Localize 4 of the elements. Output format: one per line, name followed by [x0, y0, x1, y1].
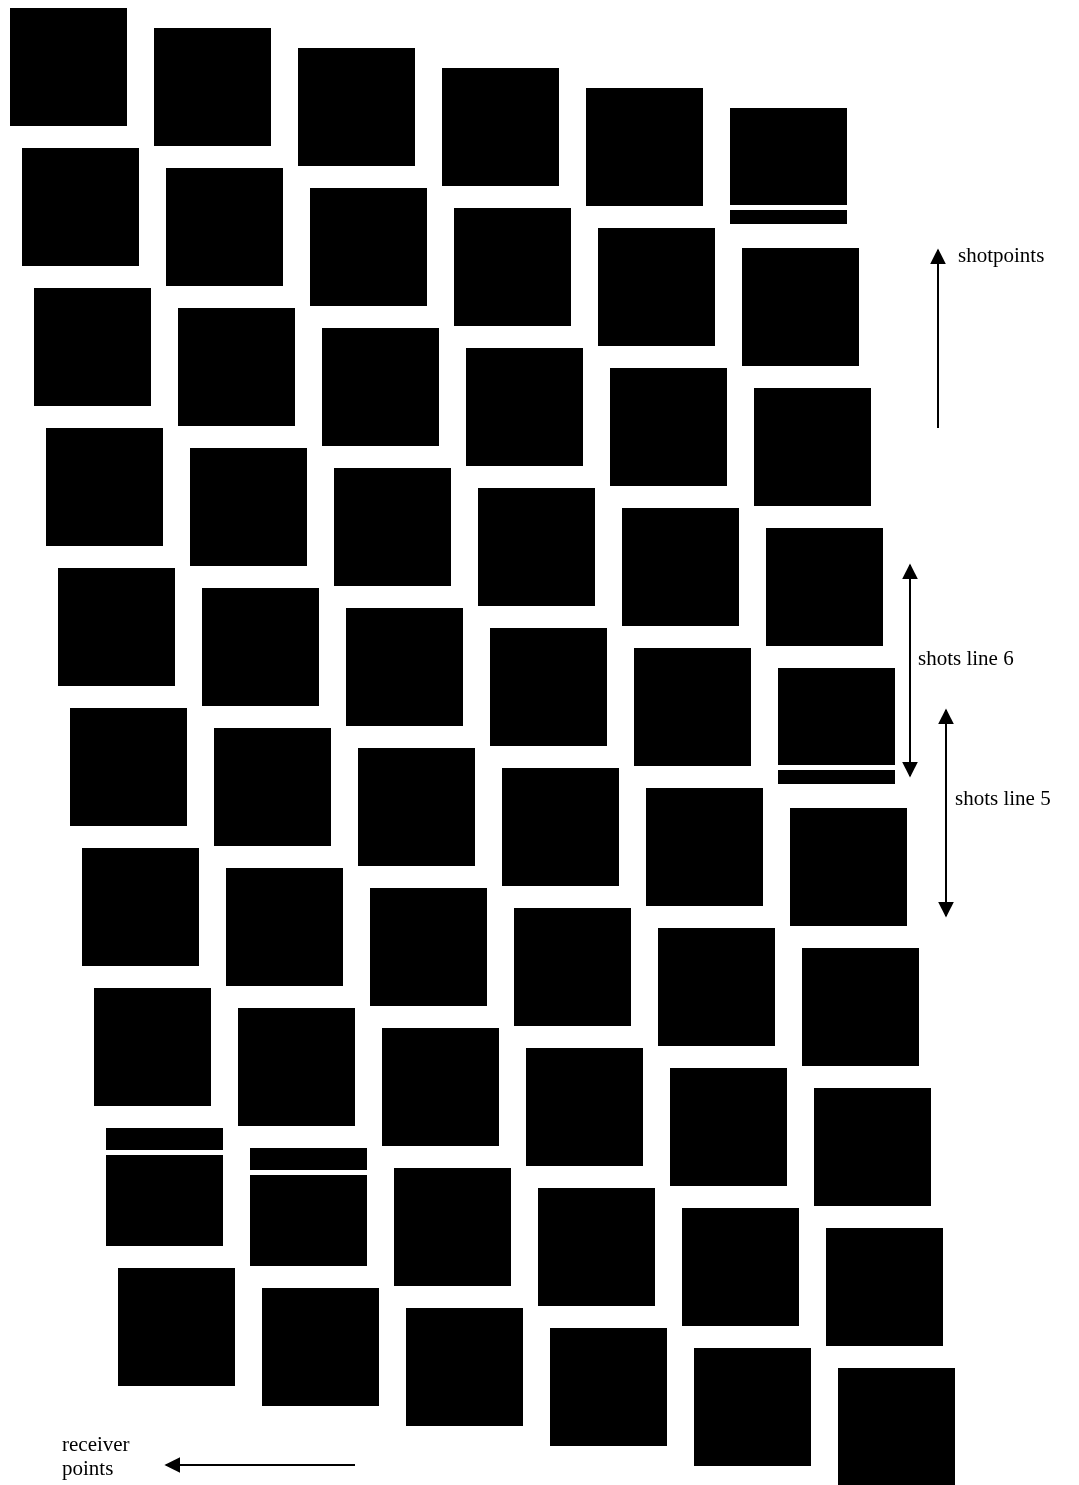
axis-label: shots line 5: [955, 786, 1051, 810]
axis-label: shots line 6: [918, 646, 1014, 670]
axis-label: shotpoints: [958, 243, 1045, 267]
axis-label: receiver points: [62, 1432, 131, 1480]
